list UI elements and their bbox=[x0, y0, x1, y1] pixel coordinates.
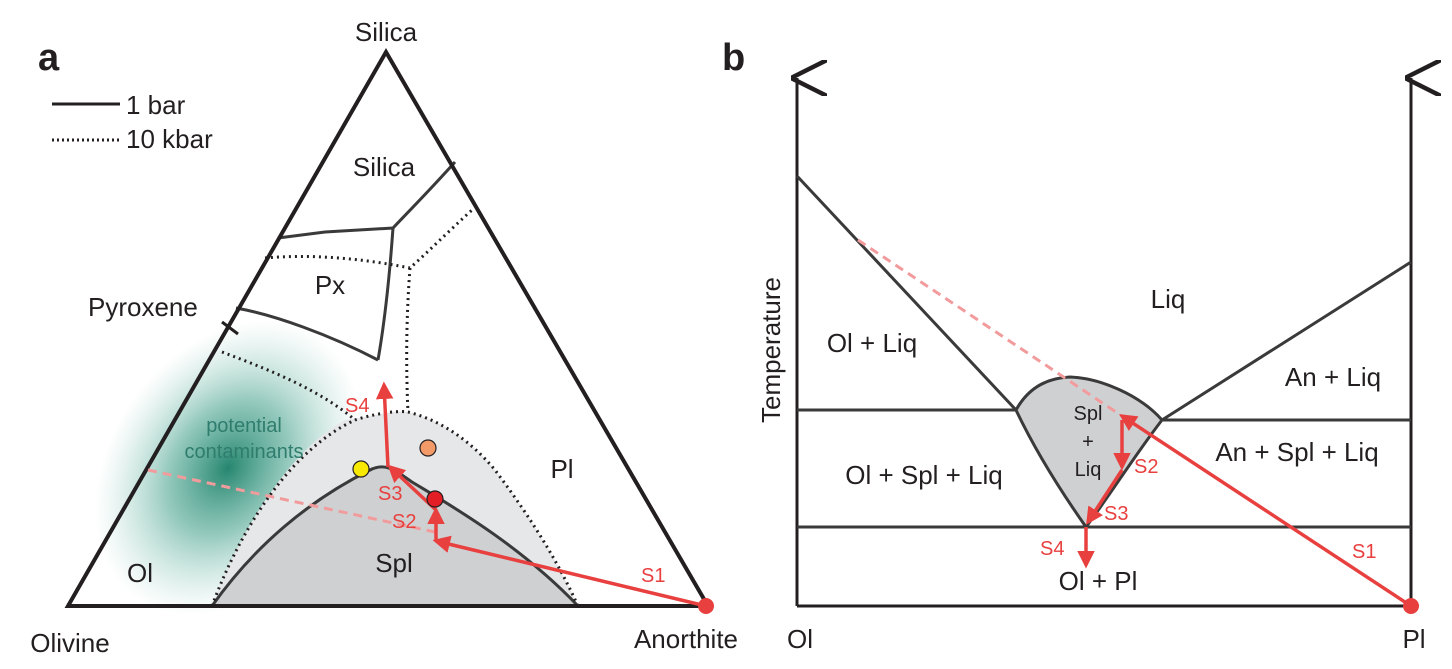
step-s2-label: S2 bbox=[392, 511, 416, 533]
step-b-s3-label: S3 bbox=[1104, 503, 1128, 525]
field-an-spl-liq: An + Spl + Liq bbox=[1215, 437, 1378, 467]
field-an-liq: An + Liq bbox=[1285, 362, 1381, 392]
legend-solid-label: 1 bar bbox=[126, 90, 186, 120]
panel-b-letter: b bbox=[722, 37, 745, 79]
step-b-s4-label: S4 bbox=[1040, 538, 1064, 560]
field-plus: + bbox=[1082, 431, 1094, 453]
x-left-label: Ol bbox=[787, 624, 813, 654]
step-b-s2-label: S2 bbox=[1134, 456, 1158, 478]
dotted-px-ol-boundary bbox=[221, 350, 356, 422]
panel-a: a 1 bar 10 kbar bbox=[30, 17, 738, 658]
projection-line bbox=[147, 468, 436, 534]
field-spl: Spl bbox=[375, 548, 413, 578]
panel-a-letter: a bbox=[38, 37, 60, 79]
field-ol-pl: Ol + Pl bbox=[1059, 566, 1138, 596]
ternary-triangle bbox=[64, 48, 712, 608]
vertex-olivine: Olivine bbox=[30, 628, 109, 658]
y-axis-label: Temperature bbox=[756, 277, 786, 423]
x-right-label: Pl bbox=[1402, 624, 1425, 654]
dotted-px-pl-boundary bbox=[405, 267, 412, 413]
step-b-s1-label: S1 bbox=[1352, 541, 1376, 563]
dotted-spl-boundary bbox=[210, 410, 580, 607]
px-pl-boundary bbox=[376, 227, 395, 361]
field-liq: Liq bbox=[1151, 284, 1186, 314]
field-ol-liq: Ol + Liq bbox=[827, 328, 917, 358]
point-yellow bbox=[352, 460, 370, 478]
cooling-path bbox=[1077, 414, 1412, 608]
boundaries-10kbar bbox=[210, 208, 580, 607]
phase-boundaries bbox=[795, 174, 1412, 529]
silica-px-boundary bbox=[277, 161, 457, 240]
field-liq-b: Liq bbox=[1075, 459, 1102, 481]
step-s1-label: S1 bbox=[641, 565, 665, 587]
panel-b: b Temperature Ol Pl Liq Ol + Li bbox=[722, 37, 1426, 654]
path-s4 bbox=[375, 381, 394, 468]
field-silica: Silica bbox=[353, 152, 416, 182]
start-point-b bbox=[1403, 598, 1419, 614]
field-spl-b: Spl bbox=[1074, 403, 1103, 425]
step-s3-label: S3 bbox=[378, 483, 402, 505]
legend: 1 bar 10 kbar bbox=[52, 90, 213, 154]
start-point bbox=[698, 598, 714, 614]
vertex-anorthite: Anorthite bbox=[634, 624, 738, 654]
ol-liquidus bbox=[795, 174, 1018, 412]
point-orange bbox=[419, 439, 437, 457]
step-s4-label: S4 bbox=[345, 395, 369, 417]
field-ol-spl-liq: Ol + Spl + Liq bbox=[845, 460, 1003, 490]
vertex-silica: Silica bbox=[355, 17, 418, 47]
boundaries-1bar bbox=[235, 161, 457, 362]
metastable-extension bbox=[857, 238, 1126, 420]
path-s1 bbox=[432, 535, 707, 608]
px-ol-boundary bbox=[235, 306, 379, 362]
an-liquidus bbox=[1161, 260, 1412, 422]
field-ol: Ol bbox=[127, 558, 153, 588]
dotted-silica-boundary bbox=[264, 208, 474, 270]
field-px: Px bbox=[315, 270, 345, 300]
path-b-s3 bbox=[1086, 469, 1124, 525]
contaminants-label-1: potential bbox=[206, 415, 282, 437]
contaminants-label-2: contaminants bbox=[185, 441, 304, 463]
legend-dotted-label: 10 kbar bbox=[126, 124, 213, 154]
point-red bbox=[426, 490, 444, 508]
path-b-s1 bbox=[1119, 414, 1412, 608]
pyroxene-tick bbox=[221, 320, 239, 336]
pyroxene-label: Pyroxene bbox=[88, 292, 198, 322]
field-pl: Pl bbox=[550, 454, 573, 484]
